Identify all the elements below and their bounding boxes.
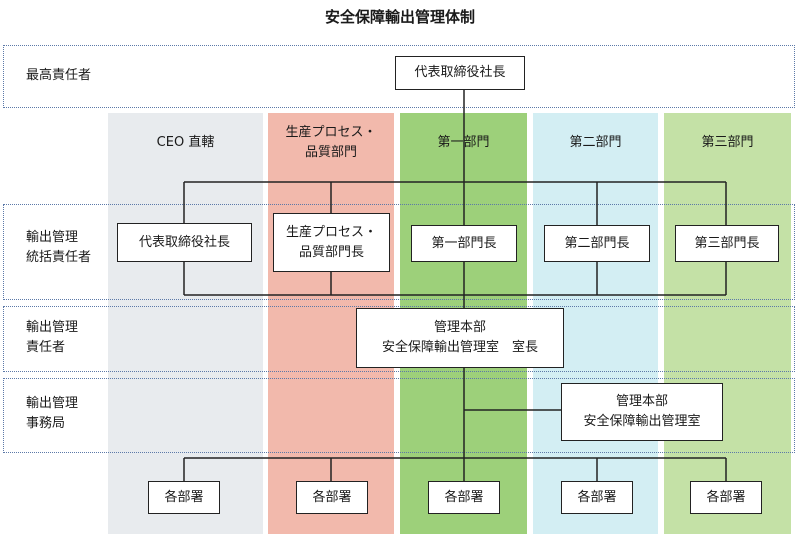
band-general-manager: [3, 204, 795, 300]
column-header-division-3: 第三部門: [701, 135, 754, 150]
box-department-1: 各部署: [148, 481, 220, 514]
band-label-secretariat: 輸出管理 事務局: [26, 396, 79, 431]
box-manager-division-2: 第二部門長: [544, 225, 650, 262]
box-export-control-office: 管理本部 安全保障輸出管理室: [561, 383, 723, 441]
box-manager-division-3: 第三部門長: [675, 225, 779, 262]
band-label-chief: 最高責任者: [26, 68, 92, 83]
column-header-division-2: 第二部門: [569, 135, 622, 150]
box-department-4: 各部署: [561, 481, 633, 514]
box-manager-production-quality: 生産プロセス・ 品質部門長: [273, 213, 390, 272]
band-secretariat: [3, 378, 795, 453]
box-chief-executive: 代表取締役社長: [395, 56, 525, 90]
column-division-3: [664, 113, 791, 534]
box-department-3: 各部署: [428, 481, 500, 514]
column-ceo: [108, 113, 263, 534]
band-chief-officer: [3, 45, 795, 108]
box-department-2: 各部署: [296, 481, 368, 514]
diagram-title: 安全保障輸出管理体制: [324, 8, 475, 26]
box-export-control-manager: 管理本部 安全保障輸出管理室 室長: [356, 308, 564, 368]
band-label-manager: 輸出管理 責任者: [26, 320, 79, 355]
box-manager-division-1: 第一部門長: [411, 225, 517, 262]
band-label-general: 輸出管理 統括責任者: [26, 230, 92, 265]
column-header-production-quality: 生産プロセス・ 品質部門: [285, 125, 377, 160]
column-header-ceo: CEO 直轄: [156, 135, 215, 150]
box-department-5: 各部署: [690, 481, 762, 514]
band-export-manager: [3, 306, 795, 372]
box-manager-ceo: 代表取締役社長: [117, 223, 252, 262]
